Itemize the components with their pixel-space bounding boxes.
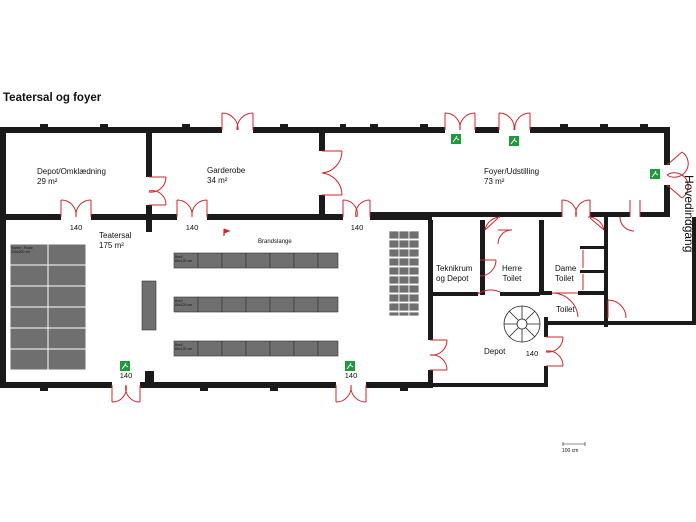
tiered-seating [388,230,420,317]
room-teknikrum: Teknikrum og Depot [436,264,473,283]
exit-sign-icon [509,136,519,146]
plan-title: Teatersal og foyer [3,92,102,104]
brandslange-label: Brandslange [258,239,292,245]
fire-hose-icon [223,228,231,236]
stage [9,243,87,371]
scale-bar [562,442,586,446]
door-width: 140 [69,223,83,232]
table-rows [173,252,339,357]
stage-label: Scene / Podie 200x200 cm [11,246,33,254]
room-herre-toilet: Herre Toilet [501,264,523,283]
room-foyer: Foyer/Udstilling 73 m² [484,167,539,187]
room-name: Depot/Omklædning [37,167,106,176]
spiral-stair [503,305,541,343]
doors [60,112,689,403]
exit-sign-icon [345,361,355,371]
room-garderobe: Garderobe 34 m² [207,166,245,186]
room-depot: Depot [484,347,506,356]
door-width: 140 [525,349,539,358]
room-toilet: Toilet [556,305,575,314]
room-teatersal: Teatersal 175 m² [99,231,131,251]
room-name: Garderobe [207,166,246,175]
door-width: 140 [350,223,364,232]
room-name: Teatersal [99,231,132,240]
room-area: 29 m² [37,177,58,186]
scale-label: 100 cm [562,448,579,454]
exit-signs [120,134,660,371]
exit-sign-icon [650,169,660,179]
exit-sign-icon [451,134,461,144]
room-area: 73 m² [484,177,505,186]
entrance-label: Hovedindgang [682,175,696,253]
room-dame-toilet: Dame Toilet [555,264,577,283]
walls [0,124,696,391]
room-area: 175 m² [99,241,124,250]
table-label: Bord 80x120 cm [175,299,193,307]
exit-sign-icon [120,361,130,371]
table-label: Bord 80x120 cm [175,343,193,351]
room-area: 34 m² [207,176,228,185]
door-width: 140 [185,223,199,232]
table-label: Bord 80x120 cm [175,255,193,263]
room-depot-omklaedning: Depot/Omklædning 29 m² [37,167,106,187]
room-name: Foyer/Udstilling [484,167,540,176]
door-width: 140 [344,371,358,380]
lectern [141,280,157,331]
door-width: 140 [119,371,133,380]
